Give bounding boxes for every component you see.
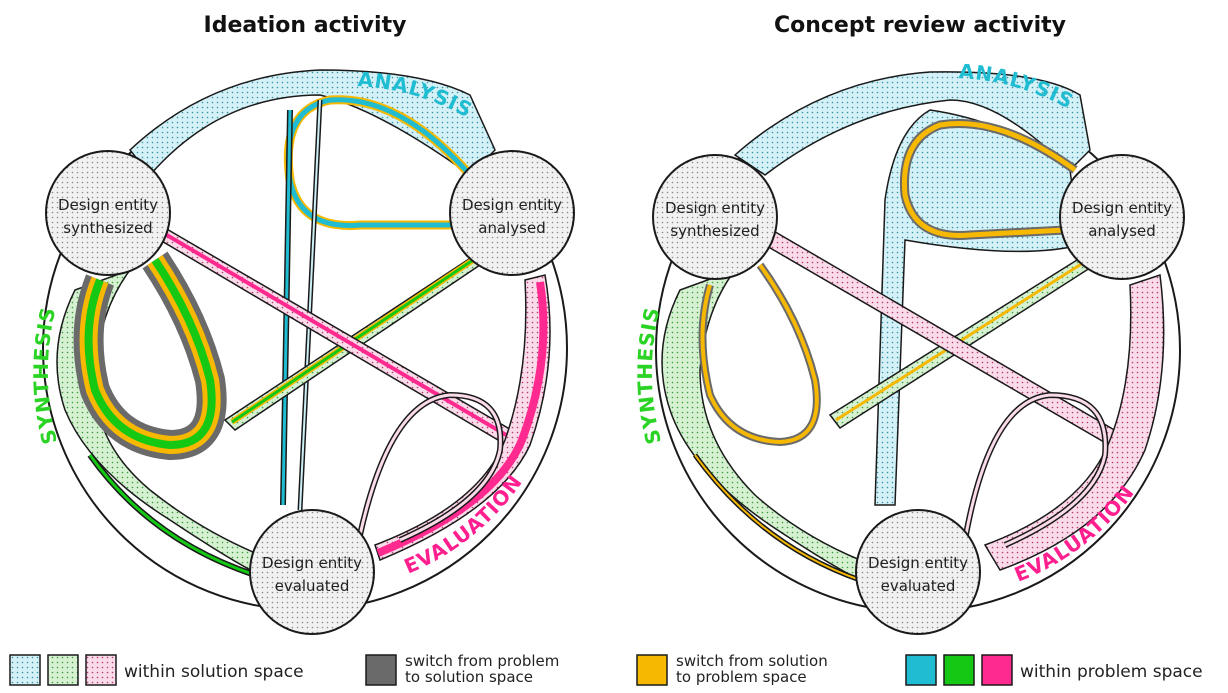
node-synthesized: Design entity synthesized	[652, 154, 778, 280]
evaluation-band	[983, 273, 1165, 571]
legend-swatch-analysis-solution	[9, 654, 41, 686]
node-evaluated-line1: Design entity	[868, 554, 968, 572]
synthesis-band	[661, 268, 861, 582]
evaluation-loop-core	[358, 393, 502, 542]
legend-swatch-switch-to-problem	[636, 654, 668, 686]
node-evaluated-line1: Design entity	[262, 554, 362, 572]
legend-solution-space-label: within solution space	[124, 662, 304, 682]
analysis-to-evaluated-link-2-core	[299, 99, 321, 511]
legend-switch-to-problem-line1: switch from solution	[676, 652, 828, 670]
synthesis-loop-core	[700, 263, 819, 445]
synthesis-label: SYNTHESIS	[633, 305, 666, 447]
legend-swatch-synthesis-problem	[943, 654, 975, 686]
synthesis-loop-core	[84, 257, 216, 450]
synthesized-to-evaluated-link-core	[163, 232, 520, 444]
synthesis-lower-link-core	[694, 454, 861, 581]
ideation-diagram: Ideation activity	[29, 13, 575, 635]
legend-switch-to-solution-line2: to solution space	[405, 668, 533, 686]
evaluation-loop-core	[963, 393, 1107, 547]
synthesis-lower-link-core	[88, 454, 256, 577]
diagram-title: Ideation activity	[204, 13, 407, 38]
node-analysed: Design entity analysed	[449, 150, 575, 276]
legend: within solution space switch from proble…	[9, 652, 1203, 686]
node-evaluated-line2: evaluated	[881, 577, 956, 595]
node-evaluated-line2: evaluated	[275, 577, 350, 595]
legend-problem-space-label: within problem space	[1020, 662, 1203, 682]
node-synthesized-line1: Design entity	[58, 196, 158, 214]
legend-swatch-switch-to-solution	[365, 654, 397, 686]
legend-swatch-evaluation-problem	[981, 654, 1013, 686]
analysis-loop-core	[901, 120, 1077, 238]
diagram-title: Concept review activity	[774, 13, 1066, 38]
node-analysed-line1: Design entity	[462, 196, 562, 214]
node-synthesized-line2: synthesized	[63, 219, 152, 237]
node-analysed: Design entity analysed	[1059, 154, 1185, 280]
node-synthesized-line1: Design entity	[665, 199, 765, 217]
node-synthesized: Design entity synthesized	[45, 150, 171, 276]
node-analysed-line1: Design entity	[1072, 199, 1172, 217]
legend-swatch-analysis-problem	[905, 654, 937, 686]
legend-switch-to-solution-line1: switch from problem	[405, 652, 559, 670]
evaluation-label: EVALUATION	[400, 470, 527, 579]
node-analysed-line2: analysed	[1088, 222, 1156, 240]
legend-switch-to-problem-line2: to problem space	[676, 668, 807, 686]
node-synthesized-line2: synthesized	[670, 222, 759, 240]
legend-swatch-evaluation-solution	[85, 654, 117, 686]
analysis-band	[733, 71, 1091, 506]
node-evaluated: Design entity evaluated	[855, 509, 981, 635]
concept-review-diagram: Concept review activity Design entity sy…	[633, 13, 1185, 635]
node-analysed-line2: analysed	[478, 219, 546, 237]
node-evaluated: Design entity evaluated	[249, 509, 375, 635]
legend-swatch-synthesis-solution	[47, 654, 79, 686]
